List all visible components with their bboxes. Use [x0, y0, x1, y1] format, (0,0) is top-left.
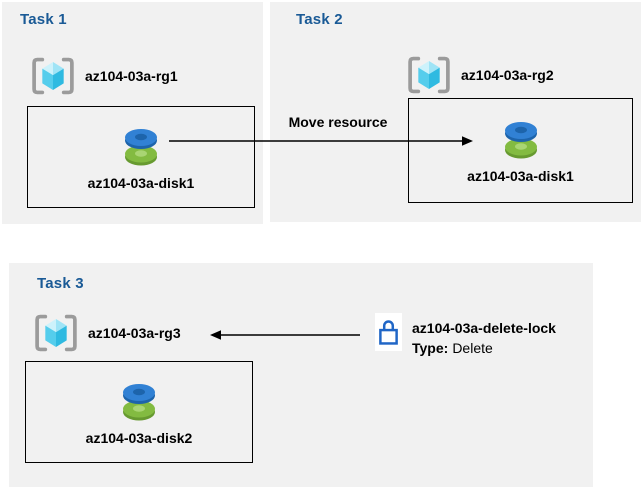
- task2-title: Task 2: [296, 11, 343, 28]
- task2-resource-group-label: az104-03a-rg2: [461, 67, 554, 83]
- lock-type-label: Type:: [412, 340, 449, 356]
- task2-resource-group: az104-03a-rg2: [406, 55, 554, 95]
- disk-icon: [504, 122, 537, 159]
- task1-disk-label: az104-03a-disk1: [87, 174, 195, 191]
- task3-panel: Task 3 az104-03a-rg3 az104-03a-disk: [9, 263, 593, 487]
- lock-text: az104-03a-delete-lock Type:Delete: [412, 313, 556, 358]
- disk-icon: [123, 383, 155, 420]
- task3-resource-group-label: az104-03a-rg3: [88, 325, 181, 341]
- task2-panel: Task 2 az104-03a-rg2 az104-03a-disk: [270, 2, 641, 222]
- task3-disk-label: az104-03a-disk2: [85, 429, 193, 446]
- task1-title: Task 1: [20, 11, 67, 28]
- task1-resource-box: az104-03a-disk1: [27, 106, 255, 208]
- delete-lock-group: az104-03a-delete-lock Type:Delete: [375, 313, 556, 358]
- disk-icon: [125, 128, 157, 165]
- move-resource-label: Move resource: [288, 114, 388, 130]
- task2-disk-label: az104-03a-disk1: [467, 168, 574, 184]
- resource-group-icon: [35, 314, 77, 352]
- task1-resource-group: az104-03a-rg1: [30, 56, 178, 96]
- lock-type-value: Delete: [452, 340, 493, 356]
- task2-resource-box: az104-03a-disk1: [408, 98, 633, 203]
- task3-resource-group: az104-03a-rg3: [33, 313, 181, 353]
- task1-resource-group-label: az104-03a-rg1: [85, 68, 178, 84]
- lock-name-label: az104-03a-delete-lock: [412, 320, 556, 336]
- lock-type-line: Type:Delete: [412, 338, 556, 358]
- task3-title: Task 3: [37, 275, 84, 292]
- task3-resource-box: az104-03a-disk2: [25, 361, 253, 463]
- resource-group-icon: [408, 56, 450, 94]
- resource-group-icon: [32, 57, 74, 95]
- task1-panel: Task 1 az104-03a-rg1 az104-03a-disk: [2, 2, 263, 224]
- lock-icon-background: [375, 313, 402, 351]
- lock-icon: [379, 320, 398, 345]
